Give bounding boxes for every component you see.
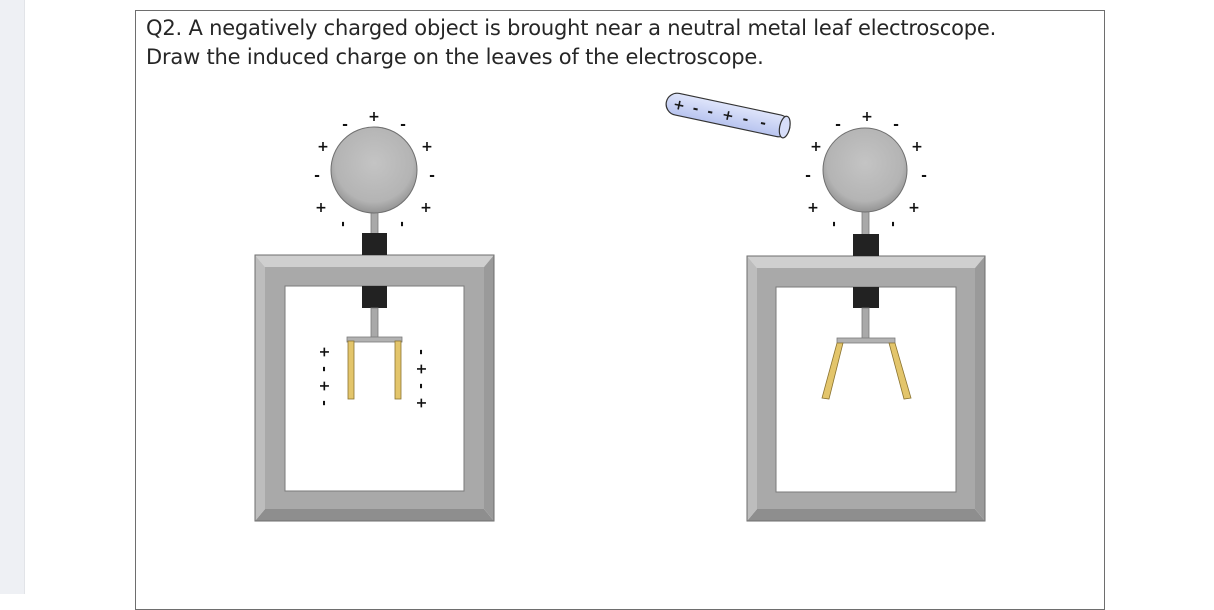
electroscope-left: - + - + + - - + + - - + - + - - + - + [254,109,495,522]
rod-charge: - [741,111,750,128]
sphere-charge: - [400,117,406,133]
sphere-charge: + [368,109,380,125]
leaf-left [347,340,355,400]
leaf-charge: + [316,380,332,392]
electroscope-right: - + - + + - - + + - - [746,109,986,522]
question-line-1: Q2. A negatively charged object is broug… [146,16,997,40]
sphere-charge: + [317,139,329,155]
sphere-charge: - [835,117,841,133]
insulator-block-bottom [853,287,879,308]
leaf-right [394,340,402,400]
frame-bottom-bevel [255,509,494,521]
leaf-right-diverged [888,342,912,400]
frame-left-bevel [747,256,757,521]
frame-top-bevel [747,256,985,268]
charged-rod: + - - + - - [665,92,791,139]
rod-charge: - [706,104,715,121]
leaf-charge: - [413,349,429,355]
sphere-charge: - [826,221,842,227]
insulator-block-bottom [362,286,387,308]
sphere [330,126,418,214]
frame-top-bevel [255,255,494,267]
sphere-charge: - [885,221,901,227]
rod-end [778,115,791,139]
sphere-charge: + [911,139,923,155]
sphere [822,127,908,213]
sphere-charge: + [315,200,327,216]
leaf-charge: - [316,400,332,406]
leaf-left-diverged [821,342,844,400]
insulator-block-top [362,233,387,255]
rod-charge: + [671,97,686,115]
frame-right-bevel [975,256,985,521]
frame-bottom-bevel [747,509,985,521]
sphere-charge: + [807,200,819,216]
sphere-charge: + [908,200,920,216]
sphere-charge: - [893,117,899,133]
leaf-charge: - [413,383,429,389]
leaf-charge: - [316,366,332,372]
leaf-charge: + [316,346,332,358]
stem-lower [861,307,870,341]
frame-right-bevel [484,255,494,521]
sphere-charge: - [921,168,927,184]
sphere-charge: + [810,139,822,155]
sphere-charge: + [421,139,433,155]
rod-charge: - [758,115,767,132]
sphere-charge: - [342,117,348,133]
crossbar [346,336,403,343]
sphere-charge: - [335,221,351,227]
insulator-block-top [853,234,879,256]
crossbar [836,337,896,344]
question-line-2: Draw the induced charge on the leaves of… [146,45,764,69]
frame-left-bevel [255,255,265,521]
sphere-charge: - [805,168,811,184]
sphere-charge: + [420,200,432,216]
sphere-charge: - [314,168,320,184]
stem-lower [370,307,379,341]
rod-charge: - [691,101,700,118]
leaf-charge: + [413,397,429,409]
sphere-charge: + [861,109,873,125]
leaf-left-charges: + - + - [316,346,332,406]
sphere-charge: - [394,221,410,227]
electroscope-diagram: - + - + + - - + + - - + - + - - + - + [254,92,986,522]
leaf-right-charges: - + - + [413,349,429,409]
question-text: Q2. A negatively charged object is broug… [146,14,996,72]
page-side-margin [0,0,25,594]
leaf-charge: + [413,363,429,375]
rod-charge: + [720,107,735,125]
sphere-charge: - [429,168,435,184]
